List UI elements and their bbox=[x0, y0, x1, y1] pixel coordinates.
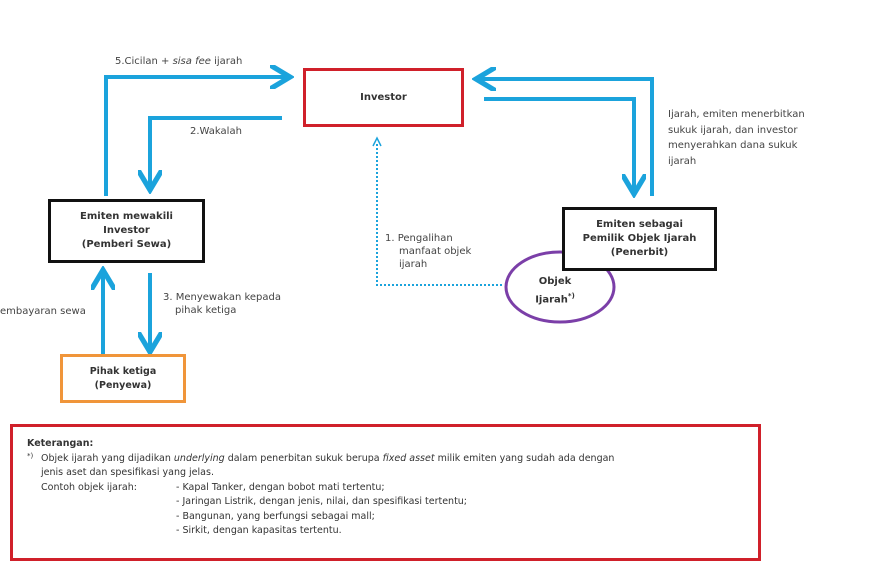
note-text: fixed asset bbox=[382, 452, 435, 464]
node-line: Emiten sebagai bbox=[596, 219, 683, 230]
label-step1: 1. Pengalihan manfaat objek ijarah bbox=[385, 232, 471, 271]
node-line: Pihak ketiga bbox=[89, 365, 157, 377]
arrow-dana-sukuk bbox=[480, 79, 654, 196]
pihak-ketiga-node: Pihak ketiga (Penyewa) bbox=[60, 354, 186, 403]
note-text: jenis aset dan spesifikasi yang jelas. bbox=[41, 467, 214, 478]
note-text: Objek ijarah yang dijadikan bbox=[41, 452, 174, 464]
label-step3: 3. Menyewakan kepada pihak ketiga bbox=[163, 291, 281, 317]
label-line: 3. Menyewakan kepada bbox=[163, 292, 282, 303]
node-line: Ijarah bbox=[535, 294, 568, 306]
emiten-pemilik-node: Emiten sebagai Pemilik Objek Ijarah (Pen… bbox=[562, 207, 717, 271]
emiten-wakil-node: Emiten mewakili Investor (Pemberi Sewa) bbox=[48, 199, 205, 263]
label-line: sukuk ijarah, dan investor bbox=[668, 124, 798, 136]
arrowhead-pengalihan bbox=[372, 136, 382, 147]
example-item: - Kapal Tanker, dengan bobot mati terten… bbox=[176, 481, 385, 493]
note-title: Keterangan: bbox=[27, 438, 94, 449]
example-item: - Bangunan, yang berfungsi sebagai mall; bbox=[176, 510, 375, 522]
footnote-mark: *) bbox=[567, 292, 575, 300]
node-line: Investor bbox=[103, 225, 150, 236]
node-line: Emiten mewakili bbox=[80, 211, 173, 222]
note-text: milik emiten yang sudah ada dengan bbox=[434, 452, 615, 464]
arrow-pengalihan-manfaat bbox=[376, 142, 502, 286]
node-line: (Penerbit) bbox=[610, 247, 669, 258]
arrow-sukuk-ijarah bbox=[484, 97, 634, 190]
examples-list: - Kapal Tanker, dengan bobot mati terten… bbox=[176, 481, 467, 539]
label-right-note: Ijarah, emiten menerbitkan sukuk ijarah,… bbox=[668, 107, 805, 169]
label-line: ijarah bbox=[668, 155, 697, 167]
objek-ijarah-label: Objek Ijarah*) bbox=[520, 275, 590, 307]
label-line: menyerahkan dana sukuk bbox=[668, 140, 798, 151]
arrow-wakalah bbox=[150, 116, 282, 186]
node-line: (Penyewa) bbox=[94, 379, 152, 391]
label-line: ijarah bbox=[399, 259, 428, 270]
node-line: Pemilik Objek Ijarah bbox=[582, 233, 697, 244]
node-line: (Pemberi Sewa) bbox=[81, 239, 172, 250]
node-line: Objek bbox=[538, 276, 572, 287]
examples-label: Contoh objek ijarah: bbox=[41, 481, 137, 493]
note-text: underlying bbox=[173, 452, 225, 464]
investor-label: Investor bbox=[360, 91, 407, 103]
footnote-mark: *) bbox=[27, 451, 34, 460]
arrow-cicilan bbox=[104, 77, 286, 196]
note-text: dalam penerbitan sukuk berupa bbox=[224, 452, 383, 464]
example-item: - Jaringan Listrik, dengan jenis, nilai,… bbox=[176, 496, 468, 507]
keterangan-box: Keterangan: *) Objek ijarah yang dijadik… bbox=[10, 424, 761, 561]
example-item: - Sirkit, dengan kapasitas tertentu. bbox=[176, 525, 342, 536]
label-part: ijarah bbox=[210, 56, 243, 67]
label-line: manfaat objek bbox=[399, 246, 472, 257]
label-line: pihak ketiga bbox=[175, 305, 237, 316]
label-step2: 2.Wakalah bbox=[190, 126, 242, 137]
label-part: sisa fee bbox=[172, 56, 211, 67]
label-pembayaran-sewa: embayaran sewa bbox=[0, 306, 86, 317]
label-line: Ijarah, emiten menerbitkan bbox=[668, 109, 805, 120]
investor-node: Investor bbox=[303, 68, 464, 127]
label-step5: 5.Cicilan + sisa fee ijarah bbox=[115, 55, 242, 68]
label-line: 1. Pengalihan bbox=[385, 233, 453, 244]
label-part: 5.Cicilan + bbox=[115, 56, 173, 67]
